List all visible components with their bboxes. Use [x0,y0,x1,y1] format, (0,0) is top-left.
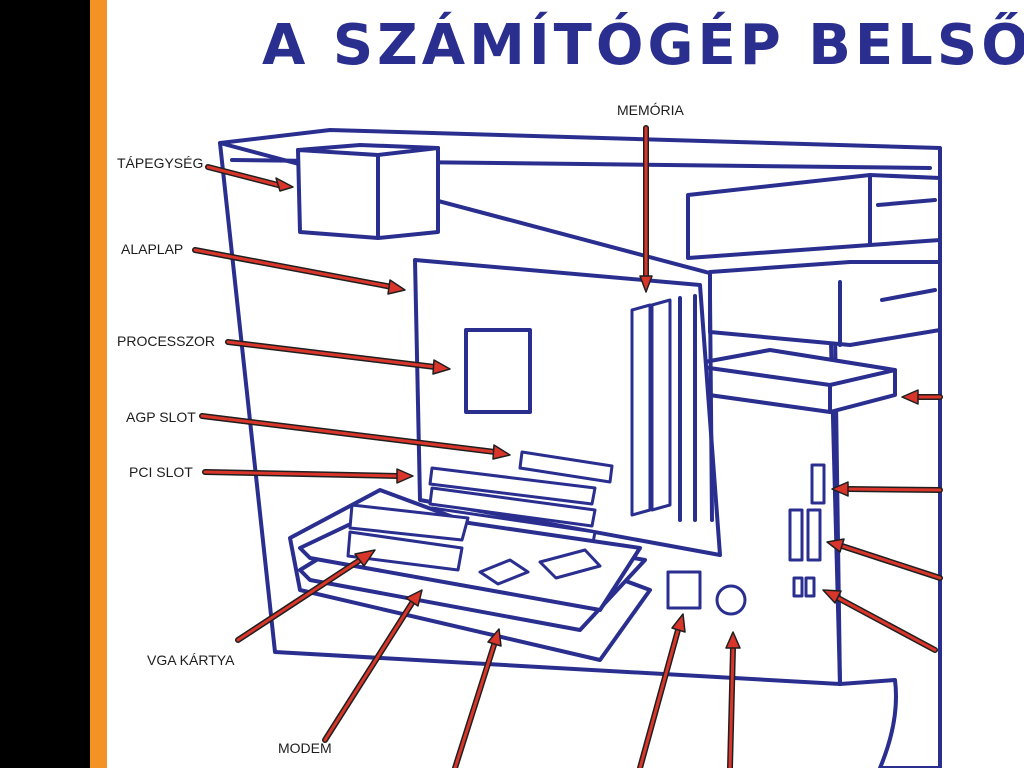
front-panel-pin-1 [794,578,802,596]
chipset [668,572,700,608]
label-modem: MODEM [278,740,332,756]
label-processzor: PROCESSZOR [117,333,215,349]
label-tapegyseg: TÁPEGYSÉG [117,155,203,171]
arrow-chipset [640,614,685,768]
arrow-pci-slot [205,469,413,483]
label-alaplap: ALAPLAP [121,241,183,257]
arrow-alaplap [195,250,405,294]
label-agp-slot: AGP SLOT [126,409,196,425]
sata-connector-2 [808,510,820,560]
label-memoria: MEMÓRIA [617,102,684,118]
arrow-bottom-card [455,629,501,768]
arrow-modem [325,590,422,740]
processor-chip [466,330,530,412]
memory-module-1 [632,305,650,515]
ide-connector [812,465,824,503]
sata-connector-1 [790,510,802,560]
memory-module-2 [652,300,670,510]
front-panel-pin-2 [806,578,814,596]
arrow-battery [726,632,740,768]
label-vga-kartya: VGA KÁRTYA [147,652,234,668]
power-supply-box [298,145,438,238]
label-pci-slot: PCI SLOT [129,464,193,480]
cmos-battery [717,586,745,614]
arrow-tapegyseg [208,167,293,191]
